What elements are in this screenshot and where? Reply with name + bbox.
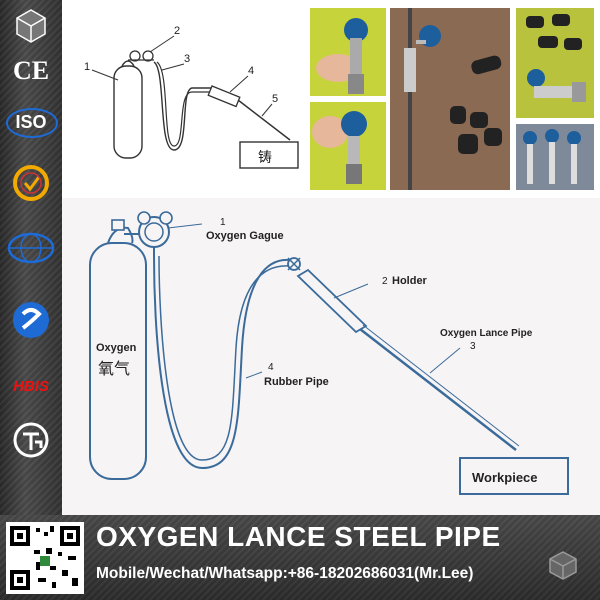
photo-panel [302, 0, 600, 200]
workpiece-label: Workpiece [472, 470, 538, 485]
sketch-diagram: 铸 1 2 3 4 5 [62, 0, 302, 198]
sketch-hose [153, 61, 212, 151]
sketch-holder [207, 85, 241, 108]
holder-valve-icon [287, 257, 301, 271]
hbis-logo: HBIS [13, 378, 49, 395]
gauge-number: 1 [220, 217, 226, 228]
cylinder-label-en: Oxygen [96, 342, 137, 354]
tg-badge-icon [13, 422, 49, 458]
workpiece-box [459, 457, 569, 495]
ce-mark: CE [12, 56, 50, 85]
banner-title: OXYGEN LANCE STEEL PIPE [96, 521, 501, 552]
rubber-label: Rubber Pipe [264, 376, 329, 388]
cube-icon-bottom [549, 551, 577, 580]
iso-mark: ISO [15, 112, 47, 132]
sketch-callout-3: 3 [184, 53, 190, 65]
photo-valve-hand [310, 8, 386, 96]
main-diagram: Oxygen 氧气 1 Oxygen Gague 4 Rubber Pipe [62, 198, 600, 515]
bottom-banner [0, 515, 600, 600]
sketch-cylinder [113, 65, 143, 159]
banner-contact: Mobile/Wechat/Whatsapp:+86-18202686031(M… [96, 565, 474, 582]
lance-number: 3 [470, 341, 476, 352]
rubber-number: 4 [268, 362, 274, 373]
photo-holder-parts [390, 8, 510, 190]
certification-seal-icon [13, 165, 49, 201]
photo-valve-closeup [310, 102, 386, 190]
sketch-callout-5: 5 [272, 93, 278, 105]
photo-valve-rack [516, 124, 594, 190]
photo-rubber-sleeves [516, 8, 594, 118]
cert-icons [7, 9, 55, 458]
holder-number: 2 [382, 276, 388, 287]
oxygen-gauge-icon [124, 211, 173, 256]
sketch-gauge [129, 50, 141, 62]
sketch-callout-4: 4 [248, 65, 254, 77]
holder [296, 268, 368, 334]
globe-badge-icon [7, 232, 55, 264]
holder-label: Holder [392, 275, 428, 287]
sketch-lance [237, 99, 291, 141]
sketch-callout-1: 1 [84, 61, 90, 73]
qr-code-icon [6, 522, 84, 594]
sketch-callout-2: 2 [174, 25, 180, 37]
oxygen-lance-pipe [359, 328, 517, 451]
gauge-label: Oxygen Gague [206, 230, 284, 242]
cylinder-label-cn: 氧气 [98, 359, 130, 378]
swirl-badge-icon [13, 302, 49, 338]
cube-icon [16, 9, 46, 43]
iso-ring-icon [6, 108, 58, 138]
rubber-pipe [153, 255, 291, 470]
lance-label: Oxygen Lance Pipe [440, 328, 533, 339]
oxygen-cylinder [89, 242, 147, 480]
sketch-base-glyph: 铸 [258, 150, 272, 166]
certification-strip: CE ISO HBIS [0, 0, 62, 515]
